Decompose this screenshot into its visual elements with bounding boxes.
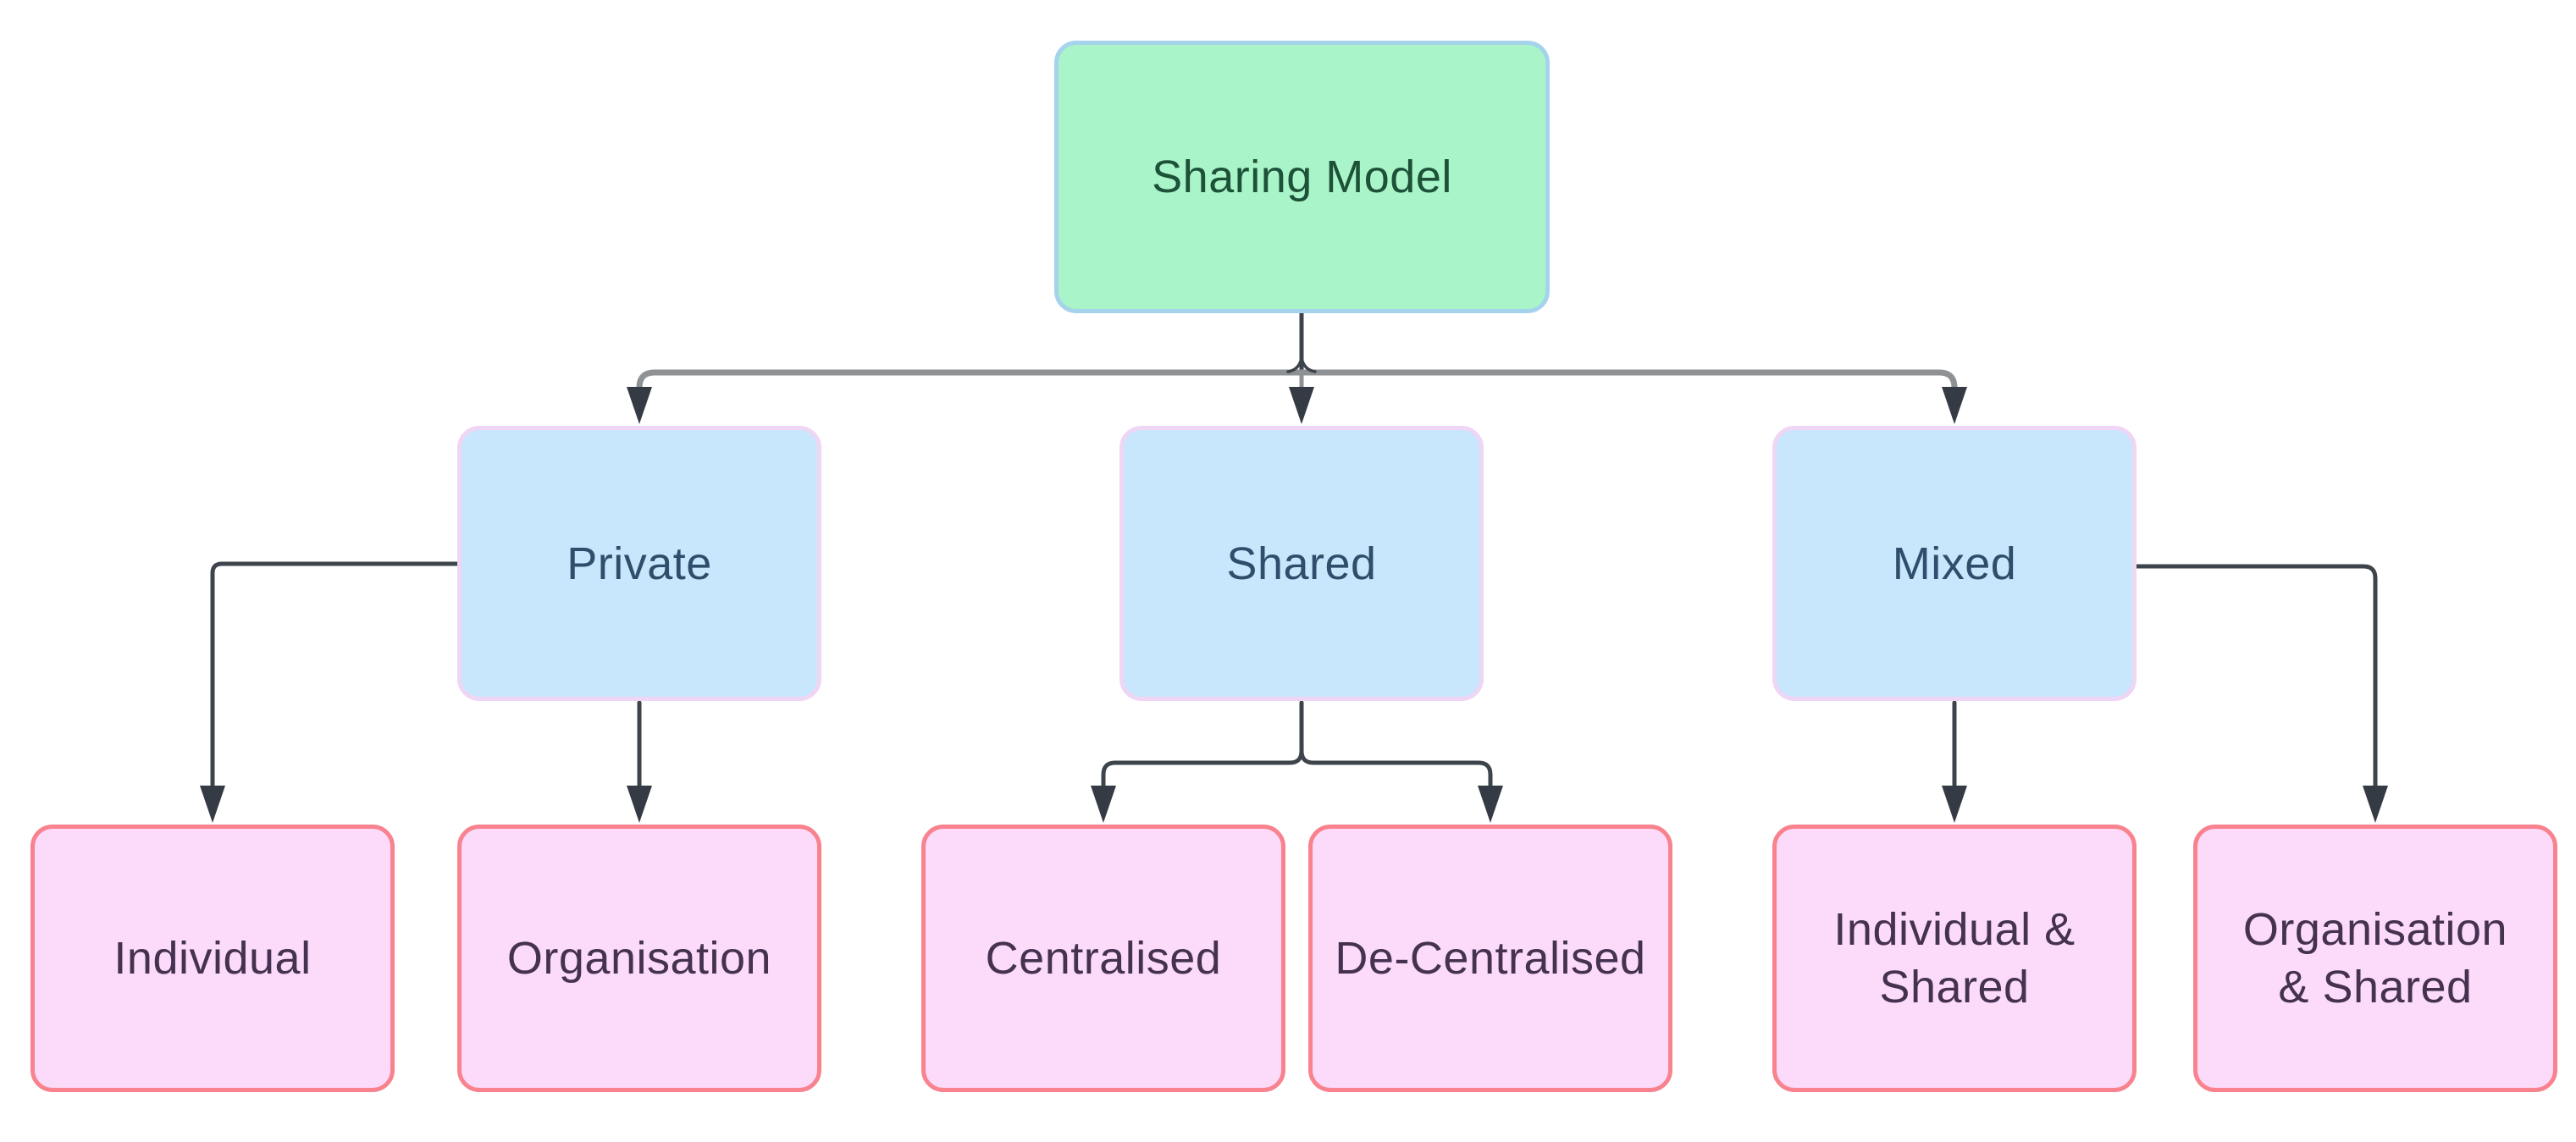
node-individual-and-shared[interactable]: Individual & Shared — [1772, 825, 2137, 1092]
arrowhead-mixed — [1942, 387, 1967, 424]
arrowhead-individual — [200, 786, 225, 823]
node-sharing-model-label: Sharing Model — [1152, 152, 1452, 202]
arrowhead-individual-shared — [1942, 786, 1967, 823]
node-centralised-label: Centralised — [985, 933, 1222, 984]
node-shared-label: Shared — [1226, 538, 1377, 589]
node-de-centralised[interactable]: De-Centralised — [1308, 825, 1672, 1092]
arrowhead-shared — [1289, 387, 1314, 424]
node-private-label: Private — [567, 538, 712, 589]
node-centralised[interactable]: Centralised — [921, 825, 1285, 1092]
node-de-centralised-label: De-Centralised — [1335, 933, 1646, 984]
arrowhead-private — [627, 387, 652, 424]
node-individual-and-shared-label: Individual & Shared — [1833, 904, 2076, 1012]
node-mixed[interactable]: Mixed — [1772, 426, 2137, 701]
node-sharing-model[interactable]: Sharing Model — [1054, 41, 1550, 313]
node-individual-label: Individual — [113, 933, 312, 984]
node-shared[interactable]: Shared — [1119, 426, 1484, 701]
edge-junction-flare — [1286, 356, 1317, 373]
node-private[interactable]: Private — [457, 426, 821, 701]
arrowhead-organisation-shared — [2363, 786, 2388, 823]
edge-shared-centralised — [1101, 748, 1304, 789]
edge-distribution-rail — [636, 369, 1958, 394]
node-individual[interactable]: Individual — [30, 825, 395, 1092]
edge-mixed-organisation-shared — [2134, 564, 2378, 789]
node-organisation[interactable]: Organisation — [457, 825, 821, 1092]
arrowhead-decentralised — [1478, 786, 1503, 823]
arrowhead-organisation — [627, 786, 652, 823]
arrowhead-centralised — [1091, 786, 1116, 823]
edge-private-individual — [210, 561, 460, 789]
node-mixed-label: Mixed — [1892, 538, 2017, 589]
node-organisation-and-shared[interactable]: Organisation & Shared — [2193, 825, 2557, 1092]
edge-shared-decentralised — [1299, 748, 1493, 789]
node-organisation-label: Organisation — [506, 933, 772, 984]
node-organisation-and-shared-label: Organisation & Shared — [2242, 904, 2508, 1012]
